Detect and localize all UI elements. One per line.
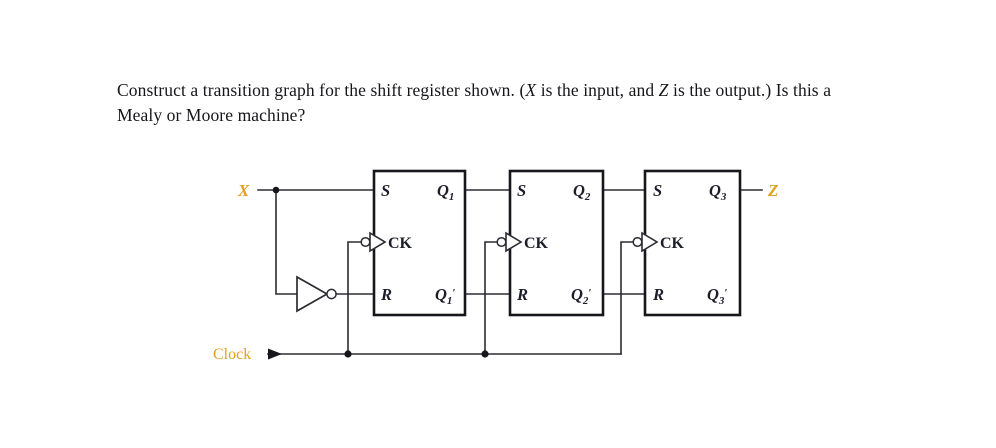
ff2-q-label: Q2 (573, 181, 591, 203)
ff2-r-label: R (516, 285, 528, 304)
ff2-s-label: S (517, 181, 526, 200)
problem-input-symbol: X (525, 80, 537, 100)
junction-dot-x (272, 186, 280, 194)
ff1-qbar-label: Q1′ (435, 285, 456, 307)
ff1-q-label: Q1 (437, 181, 454, 203)
wire-clock-riser-ff2 (484, 241, 499, 355)
problem-line2: output.) Is this a Mealy or Moore machin… (117, 80, 832, 125)
clock-label: Clock (213, 346, 251, 363)
ff3-ck-edge-triangle-icon (641, 231, 659, 253)
junction-dot-clock-1 (344, 350, 352, 358)
problem-output-symbol: Z (658, 80, 669, 100)
ff3-ck-label: CK (660, 235, 685, 252)
wire-clock-riser-ff3 (620, 241, 635, 355)
ff1-r-label: R (380, 285, 392, 304)
ff3-ck-bubble-icon (632, 236, 643, 248)
problem-line1-part-b: is the input, and (536, 80, 659, 100)
clock-arrow-icon (268, 348, 282, 360)
ff3-s-label: S (653, 181, 662, 200)
junction-dot-clock-2 (481, 350, 489, 358)
output-label-z: Z (767, 181, 778, 200)
wire-x-branch-to-inverter (275, 189, 297, 295)
input-label-x: X (237, 181, 250, 200)
ff3-qbar-label: Q3′ (707, 285, 728, 307)
inverter-bubble-icon (326, 288, 337, 300)
ff1-ck-edge-triangle-icon (369, 231, 387, 253)
ff2-ck-bubble-icon (496, 236, 507, 248)
problem-line1-part-a: Construct a transition graph for the shi… (117, 80, 526, 100)
flipflop-2-box (508, 169, 605, 317)
flipflop-3-box (643, 169, 742, 317)
ff2-ck-label: CK (524, 235, 549, 252)
problem-statement: Construct a transition graph for the shi… (117, 78, 877, 128)
ff3-q-label: Q3 (709, 181, 727, 203)
ff1-ck-label: CK (388, 235, 413, 252)
inverter-not-gate (296, 275, 329, 313)
wire-clock-riser-ff1 (347, 241, 363, 355)
ff1-s-label: S (381, 181, 390, 200)
ff2-qbar-label: Q2′ (571, 285, 592, 307)
ff1-ck-bubble-icon (360, 236, 371, 248)
ff2-ck-edge-triangle-icon (505, 231, 523, 253)
ff3-r-label: R (652, 285, 664, 304)
problem-line1-part-c: is the (668, 80, 712, 100)
